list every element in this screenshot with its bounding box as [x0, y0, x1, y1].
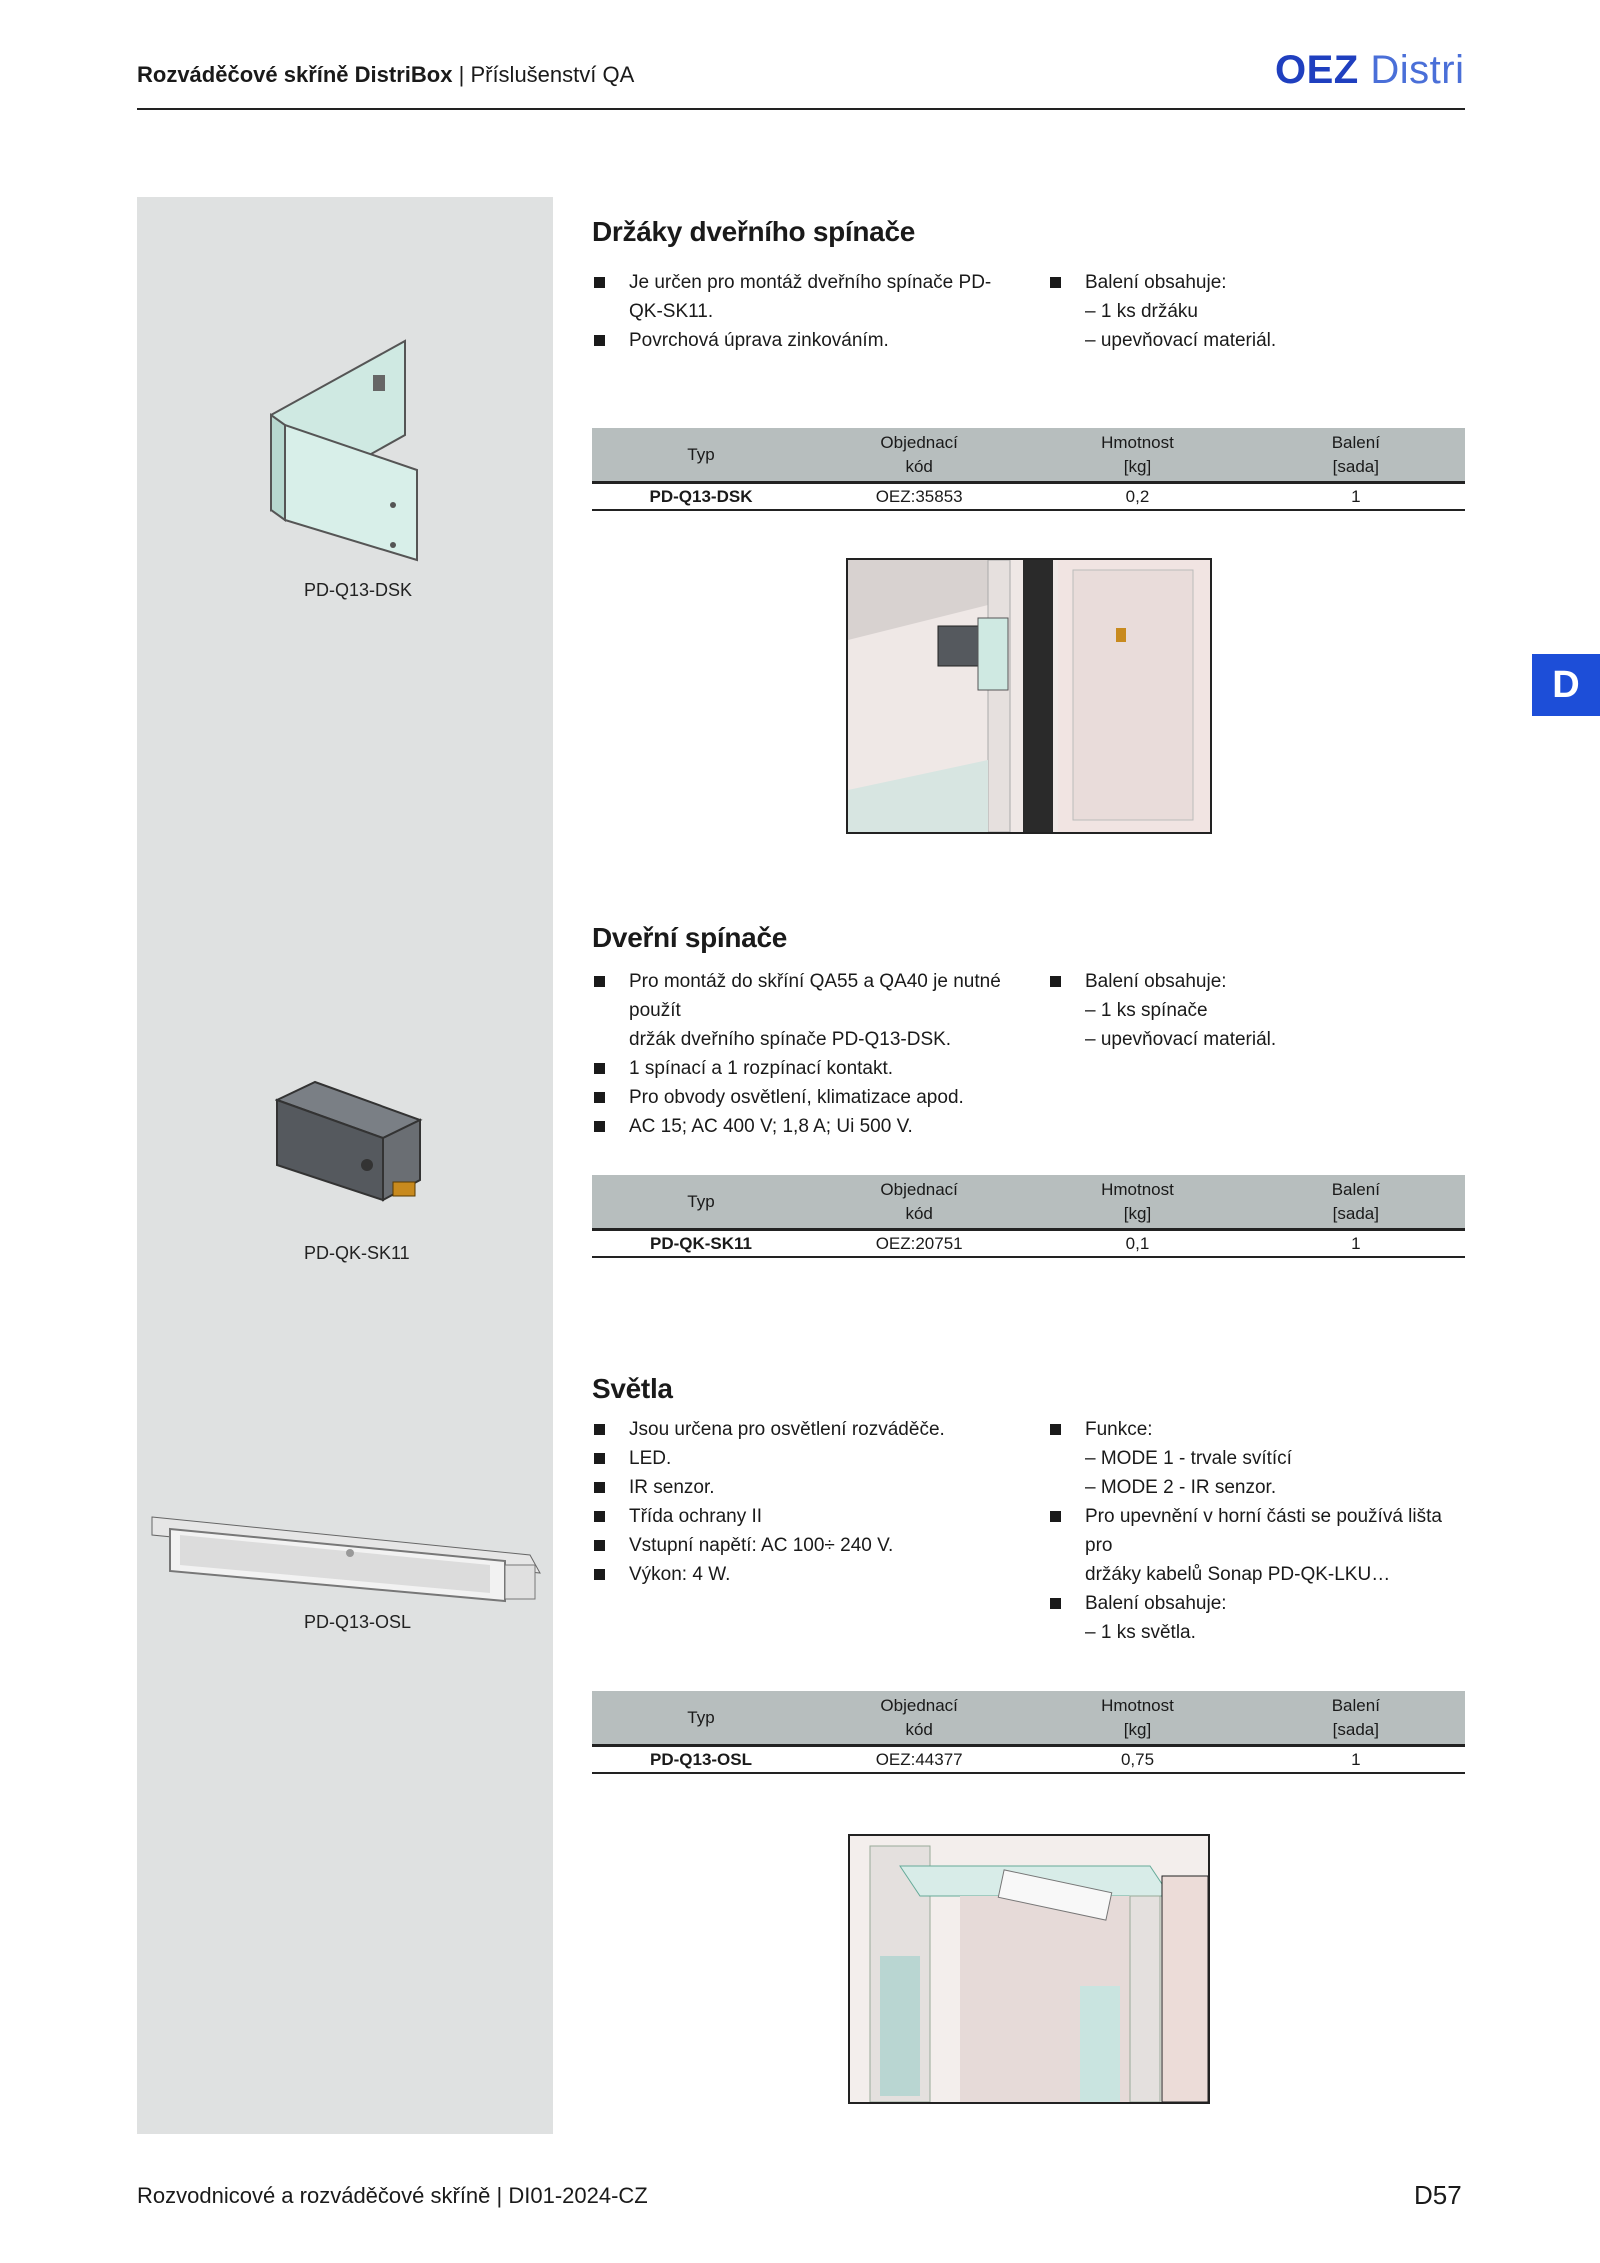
col-weight: Hmotnost[kg] [1101, 1179, 1174, 1223]
col-pack: Balení[sada] [1331, 1179, 1380, 1223]
footer-text: Rozvodnicové a rozváděčové skříně | DI01… [137, 2183, 648, 2208]
table-row: PD-Q13-OSL OEZ:44377 0,75 1 [592, 1747, 1465, 1774]
list-item: – MODE 2 - IR senzor. [1085, 1477, 1277, 1498]
section-title-door-switch: Dveřní spínače [592, 922, 787, 953]
list-item: Je určen pro montáž dveřního spínače PD-… [592, 268, 1022, 326]
features-door-switch-left: Pro montáž do skříní QA55 a QA40 je nutn… [592, 967, 1022, 1141]
list-item: LED. [592, 1444, 1022, 1473]
cell-typ: PD-QK-SK11 [649, 1233, 753, 1253]
cell-weight: 0,1 [1125, 1233, 1150, 1253]
col-weight: Hmotnost[kg] [1101, 432, 1174, 476]
list-item: držák dveřního spínače PD-Q13-DSK. [629, 1029, 952, 1050]
list-item: – upevňovací materiál. [1085, 1029, 1277, 1050]
list-item: – MODE 1 - trvale svítící [1085, 1448, 1292, 1469]
bracket-image [270, 339, 418, 562]
breadcrumb-separator: | [458, 62, 465, 87]
table-row: PD-Q13-DSK OEZ:35853 0,2 1 [592, 484, 1465, 511]
page-number: D57 [1414, 2180, 1462, 2210]
list-item: Třída ochrany II [592, 1502, 1022, 1531]
product-label-door-switch: PD-QK-SK11 [304, 1243, 410, 1263]
cell-pack: 1 [1351, 1233, 1361, 1253]
bracket-installation-photo [846, 558, 1212, 834]
list-item: Pro upevnění v horní části se používá li… [1048, 1502, 1468, 1560]
list-item: Pro montáž do skříní QA55 a QA40 je nutn… [592, 967, 1022, 1025]
chapter-tab[interactable]: D [1532, 654, 1600, 716]
col-pack: Balení[sada] [1331, 432, 1380, 476]
door-switch-image [275, 1080, 423, 1202]
features-bracket-right: Balení obsahuje: – 1 ks držáku – upevňov… [1048, 268, 1468, 355]
features-door-switch-right: Balení obsahuje: – 1 ks spínače – upevňo… [1048, 967, 1468, 1054]
light-image [151, 1516, 541, 1603]
features-bracket-left: Je určen pro montáž dveřního spínače PD-… [592, 268, 1022, 355]
logo-sub: Distri [1370, 48, 1465, 92]
list-item: Povrchová úprava zinkováním. [592, 326, 1022, 355]
list-item: IR senzor. [592, 1473, 1022, 1502]
list-item: – upevňovací materiál. [1085, 330, 1277, 351]
table-row: PD-QK-SK11 OEZ:20751 0,1 1 [592, 1231, 1465, 1258]
list-item: Balení obsahuje: [1048, 268, 1468, 297]
breadcrumb-main: Rozváděčové skříně DistriBox [137, 62, 453, 87]
cell-pack: 1 [1351, 486, 1361, 506]
list-item: AC 15; AC 400 V; 1,8 A; Ui 500 V. [592, 1112, 1022, 1141]
col-typ: Typ [687, 1191, 715, 1211]
list-item: Vstupní napětí: AC 100÷ 240 V. [592, 1531, 1022, 1560]
cell-weight: 0,2 [1125, 486, 1150, 506]
breadcrumb-sub: Příslušenství QA [470, 62, 635, 87]
cell-code: OEZ:35853 [875, 486, 963, 506]
logo-main: OEZ [1275, 48, 1359, 92]
list-item: Jsou určena pro osvětlení rozváděče. [592, 1415, 1022, 1444]
list-item: Pro obvody osvětlení, klimatizace apod. [592, 1083, 1022, 1112]
list-item: Funkce: [1048, 1415, 1468, 1444]
section-title-lights: Světla [592, 1373, 673, 1404]
col-typ: Typ [687, 1707, 715, 1727]
col-weight: Hmotnost[kg] [1101, 1695, 1174, 1739]
features-lights-left: Jsou určena pro osvětlení rozváděče. LED… [592, 1415, 1022, 1589]
list-item: – 1 ks spínače [1085, 1000, 1208, 1021]
list-item: Balení obsahuje: [1048, 967, 1468, 996]
cell-code: OEZ:20751 [875, 1233, 963, 1253]
product-label-light: PD-Q13-OSL [304, 1612, 412, 1632]
header-divider [137, 108, 1465, 110]
cell-pack: 1 [1351, 1749, 1361, 1769]
cell-typ: PD-Q13-DSK [649, 486, 753, 506]
light-installation-photo [848, 1834, 1210, 2104]
cell-weight: 0,75 [1120, 1749, 1155, 1769]
breadcrumb: Rozváděčové skříně DistriBox | Příslušen… [137, 62, 634, 88]
list-item: – 1 ks světla. [1085, 1622, 1196, 1643]
section-title-bracket: Držáky dveřního spínače [592, 216, 916, 247]
product-label-bracket: PD-Q13-DSK [304, 580, 413, 600]
list-item: Výkon: 4 W. [592, 1560, 1022, 1589]
col-pack: Balení[sada] [1331, 1695, 1380, 1739]
oez-logo: OEZ Distri [1275, 48, 1464, 93]
cell-typ: PD-Q13-OSL [649, 1749, 753, 1769]
list-item: – 1 ks držáku [1085, 301, 1198, 322]
col-typ: Typ [687, 444, 715, 464]
features-lights-right: Funkce: – MODE 1 - trvale svítící – MODE… [1048, 1415, 1468, 1647]
cell-code: OEZ:44377 [875, 1749, 963, 1769]
list-item: Balení obsahuje: [1048, 1589, 1468, 1618]
list-item: držáky kabelů Sonap PD-QK-LKU… [1085, 1564, 1391, 1585]
list-item: 1 spínací a 1 rozpínací kontakt. [592, 1054, 1022, 1083]
